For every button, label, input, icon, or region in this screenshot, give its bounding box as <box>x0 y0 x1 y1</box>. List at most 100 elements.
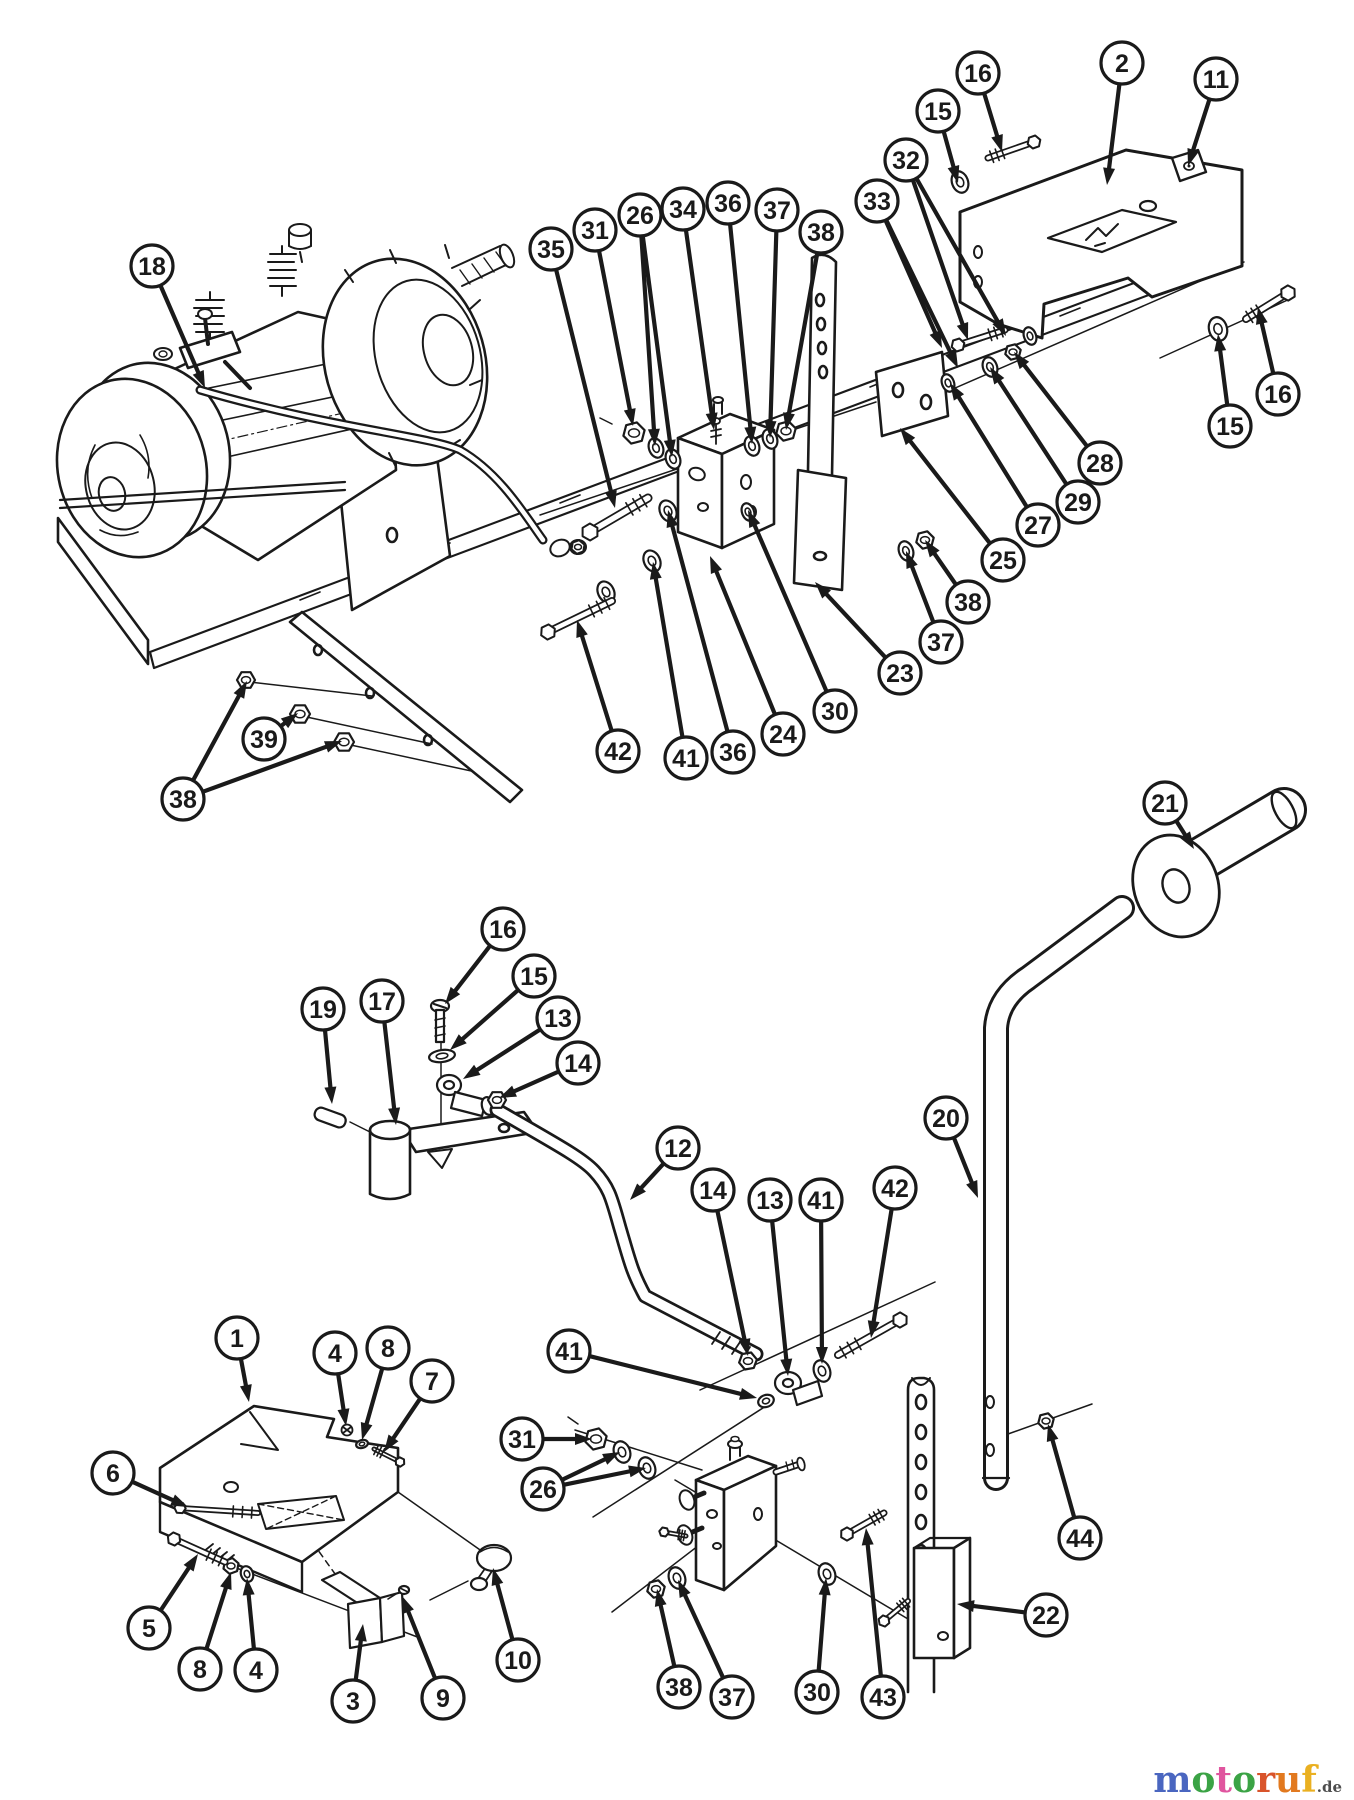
bolt-icon <box>950 324 1009 353</box>
washer-icon <box>239 1565 255 1583</box>
callout-38: 38 <box>783 209 844 430</box>
callout-number: 37 <box>763 197 791 225</box>
nut-icon <box>288 704 312 724</box>
callout-number: 15 <box>520 963 548 991</box>
bolt-icon <box>877 1597 911 1628</box>
callout-number: 32 <box>892 147 920 175</box>
washer-icon <box>596 580 616 604</box>
callout-15: 15 <box>1207 334 1253 449</box>
callout-28: 28 <box>1014 352 1123 486</box>
knob-illustration <box>469 1543 513 1592</box>
callout-11: 11 <box>1187 56 1239 166</box>
callout-8: 8 <box>177 1572 232 1692</box>
callout-number: 30 <box>821 698 849 726</box>
brand-letter: r <box>1256 1759 1276 1800</box>
callout-27: 27 <box>950 383 1061 548</box>
cover-illustration <box>158 1404 400 1594</box>
callout-number: 16 <box>1264 381 1292 409</box>
callout-3: 3 <box>330 1624 376 1724</box>
bolt-icon <box>1242 284 1296 324</box>
callout-number: 43 <box>869 1684 897 1712</box>
callout-20: 20 <box>923 1095 978 1198</box>
lower-bracket-illustration <box>912 1536 972 1660</box>
bolt-icon <box>540 596 616 641</box>
callout-15: 15 <box>915 88 961 183</box>
bolt-icon <box>371 1444 406 1468</box>
callout-9: 9 <box>402 1596 466 1721</box>
callout-26: 26 <box>617 192 676 457</box>
screw-4-illustration <box>340 1423 354 1437</box>
callout-number: 2 <box>1115 50 1129 78</box>
callout-number: 4 <box>249 1657 263 1685</box>
callout-number: 38 <box>169 786 197 814</box>
nut-icon <box>235 671 257 689</box>
callout-13: 13 <box>747 1177 793 1376</box>
callout-44: 44 <box>1046 1424 1103 1561</box>
callout-number: 38 <box>954 589 982 617</box>
callout-number: 8 <box>193 1656 207 1684</box>
callout-30: 30 <box>794 1578 840 1715</box>
nut-icon <box>737 1351 759 1371</box>
washer-icon <box>647 437 665 459</box>
brand-letter: m <box>1153 1759 1192 1800</box>
callout-36: 36 <box>705 180 757 444</box>
callout-25: 25 <box>900 428 1026 583</box>
switch-illustration <box>320 1570 411 1650</box>
callout-22: 22 <box>957 1592 1069 1638</box>
handle-tube-illustration <box>981 895 1135 1491</box>
callout-number: 42 <box>604 738 632 766</box>
callout-16: 16 <box>955 50 1003 152</box>
callout-33: 33 <box>854 178 958 368</box>
callout-41: 41 <box>546 1328 757 1400</box>
callout-18: 18 <box>129 243 205 388</box>
washer-icon <box>427 1048 457 1064</box>
callout-6: 6 <box>90 1450 188 1507</box>
callout-number: 17 <box>368 988 396 1016</box>
bolt-icon <box>173 1501 261 1519</box>
callout-number: 13 <box>544 1005 572 1033</box>
callout-number: 15 <box>1216 413 1244 441</box>
callout-21: 21 <box>1142 780 1194 849</box>
callout-number: 38 <box>665 1674 693 1702</box>
callout-number: 1 <box>230 1325 244 1353</box>
callout-15: 15 <box>450 953 557 1050</box>
callout-number: 26 <box>529 1476 557 1504</box>
callout-number: 42 <box>881 1175 909 1203</box>
callout-number: 28 <box>1086 450 1114 478</box>
callout-number: 37 <box>927 629 955 657</box>
mounting-bracket-illustration <box>958 148 1244 340</box>
callout-41: 41 <box>649 562 709 781</box>
washer-icon <box>664 448 682 470</box>
brand-letter: o <box>1232 1759 1257 1800</box>
motoruf-logo[interactable]: motoruf.de <box>1153 1762 1342 1798</box>
callout-number: 9 <box>436 1685 450 1713</box>
callout-number: 39 <box>250 726 278 754</box>
axis-lines <box>204 169 1293 1639</box>
hardware-layer <box>166 134 1296 1628</box>
motoruf-wordmark: motoruf <box>1153 1759 1316 1800</box>
callout-number: 12 <box>664 1135 692 1163</box>
washer-icon <box>761 428 779 450</box>
callout-38: 38 <box>654 1589 702 1710</box>
callout-number: 14 <box>699 1177 727 1205</box>
callout-number: 10 <box>504 1647 532 1675</box>
motoruf-tld: .de <box>1316 1778 1342 1796</box>
bolt-icon <box>840 1508 888 1542</box>
callout-32: 32 <box>883 137 1006 340</box>
callout-number: 41 <box>807 1187 835 1215</box>
callout-number: 36 <box>714 190 742 218</box>
callout-number: 33 <box>863 188 891 216</box>
callout-number: 29 <box>1064 489 1092 517</box>
callout-number: 41 <box>672 745 700 773</box>
bolt-icon <box>658 1526 689 1542</box>
bolt-icon <box>581 493 653 542</box>
callout-number: 41 <box>555 1338 583 1366</box>
callout-number: 44 <box>1066 1525 1094 1553</box>
valve-block-illustration <box>676 396 776 550</box>
callout-number: 24 <box>769 721 797 749</box>
callout-number: 27 <box>1024 512 1052 540</box>
washer-icon <box>1207 316 1229 342</box>
callout-number: 22 <box>1032 1602 1060 1630</box>
callout-37: 37 <box>754 187 800 438</box>
